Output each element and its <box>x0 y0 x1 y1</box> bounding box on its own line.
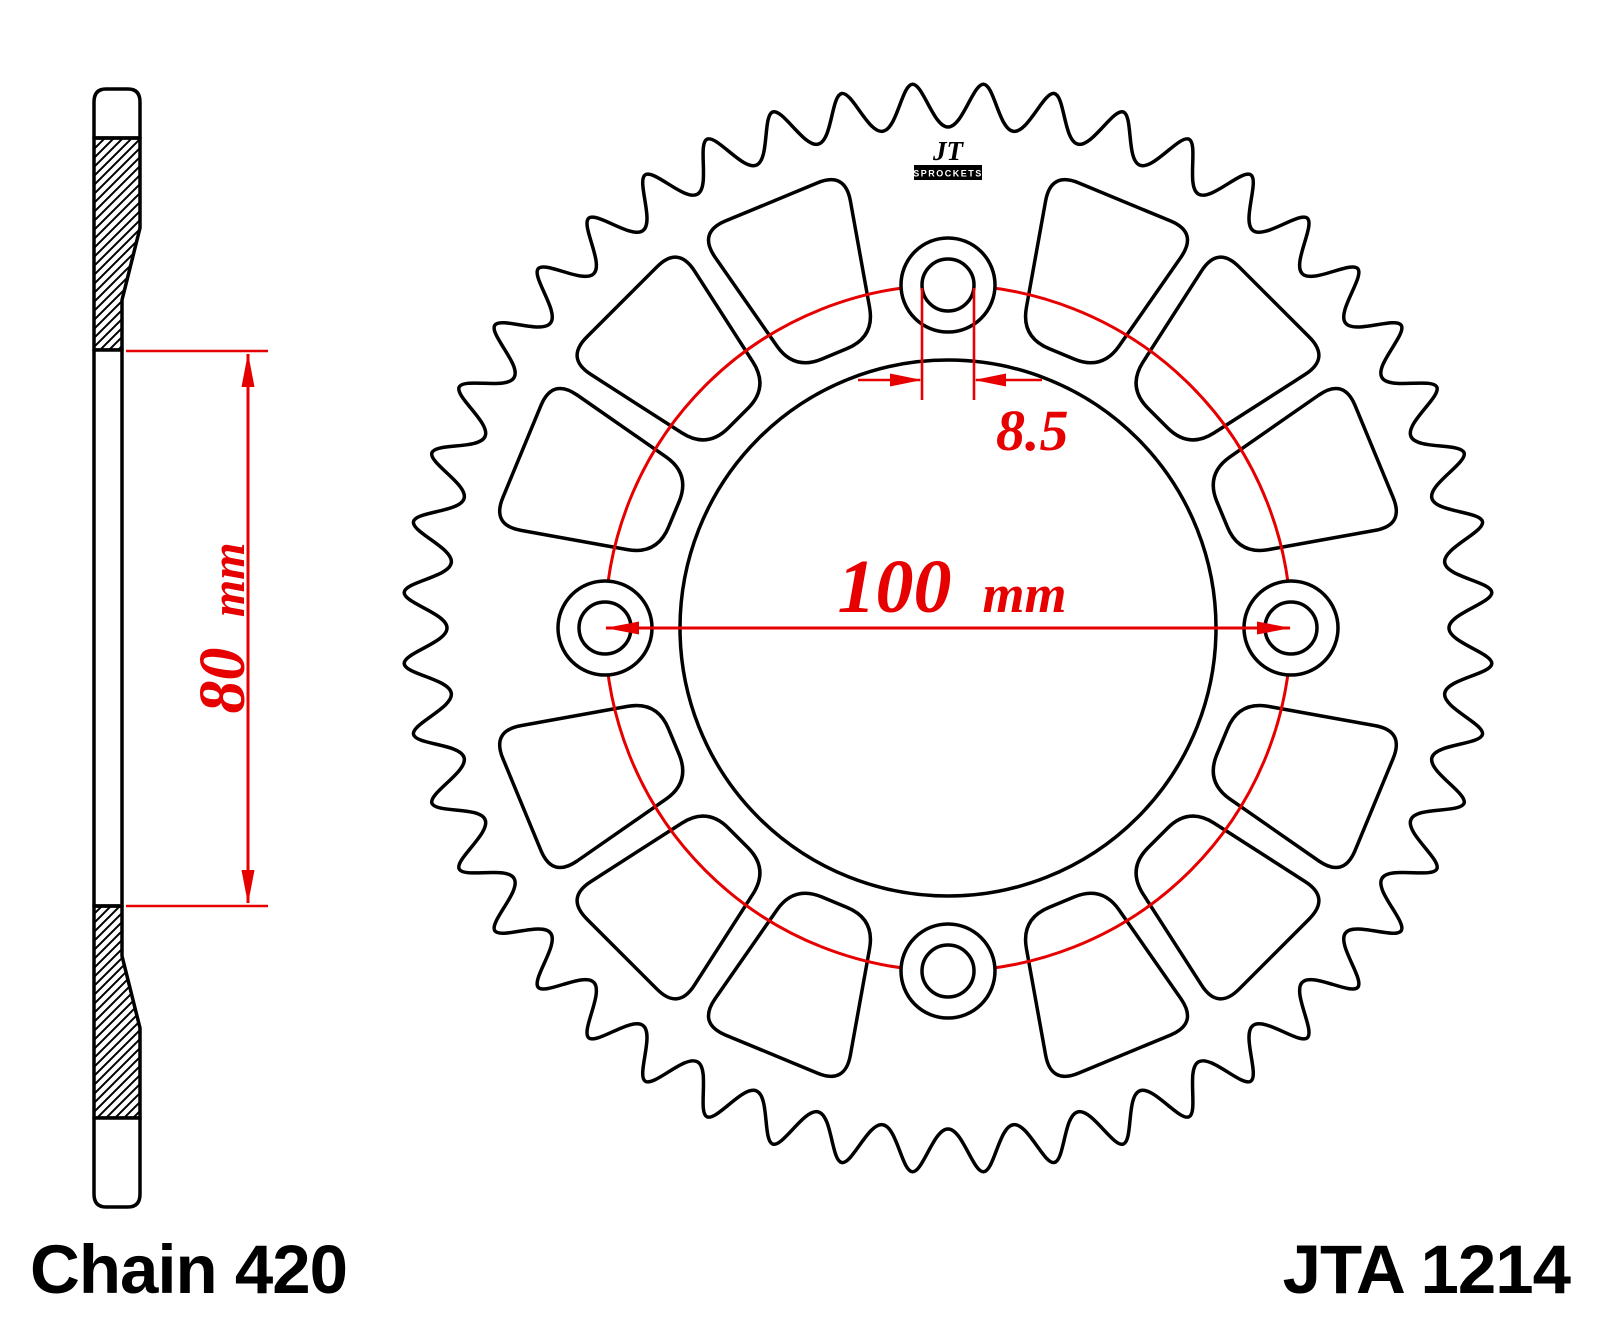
dimension-bolt-hole: 8.5 <box>858 288 1069 463</box>
dimension-bolt-circle: 100 mm <box>605 545 1291 635</box>
dim-80-value: 80 <box>186 648 259 714</box>
side-tooth-tip-bottom <box>92 1116 142 1209</box>
lightening-hole <box>1134 814 1321 1001</box>
side-center-plate <box>92 348 124 908</box>
sprocket-side-view <box>92 87 142 1209</box>
dim-100-text: 100 mm <box>837 545 1066 629</box>
bolt-hole-inner <box>920 943 976 999</box>
bolt-hole-inner <box>920 257 976 313</box>
dim-80-arrow-down <box>241 870 255 904</box>
dim-85-value: 8.5 <box>996 398 1069 463</box>
lightening-hole <box>1211 386 1399 553</box>
dim-100-value: 100 <box>837 545 951 629</box>
lightening-hole <box>1211 703 1399 870</box>
dim-80-arrow-up <box>241 353 255 387</box>
jt-sprockets-logo: JT SPROCKETS <box>913 136 983 180</box>
dim-100-arrow-right <box>1257 621 1291 635</box>
dimension-mounting-width: 80 mm <box>126 349 268 908</box>
dim-80-unit: mm <box>202 542 255 617</box>
logo-sub-text: SPROCKETS <box>913 169 983 179</box>
lightening-hole <box>575 255 762 442</box>
lightening-hole <box>497 703 685 870</box>
part-number-label: JTA 1214 <box>1283 1231 1571 1308</box>
dim-80-text: 80 mm <box>186 542 259 713</box>
lightening-hole <box>1134 255 1321 442</box>
side-tooth-tip-top <box>92 87 142 140</box>
lightening-hole <box>706 891 873 1079</box>
dim-85-arrow-left <box>890 373 922 387</box>
side-rim-section-bottom <box>92 904 142 1120</box>
lightening-hole <box>497 386 685 553</box>
lightening-hole <box>575 814 762 1001</box>
logo-brand-text: JT <box>932 136 965 166</box>
logo-banner <box>914 165 982 180</box>
dim-100-arrow-left <box>605 621 639 635</box>
side-rim-section-top <box>92 136 142 352</box>
dim-85-arrow-right <box>974 373 1006 387</box>
dim-100-unit: mm <box>982 564 1066 624</box>
chain-size-label: Chain 420 <box>30 1231 347 1308</box>
lightening-hole <box>706 177 873 365</box>
lightening-hole <box>1023 177 1190 365</box>
lightening-hole <box>1023 891 1190 1079</box>
